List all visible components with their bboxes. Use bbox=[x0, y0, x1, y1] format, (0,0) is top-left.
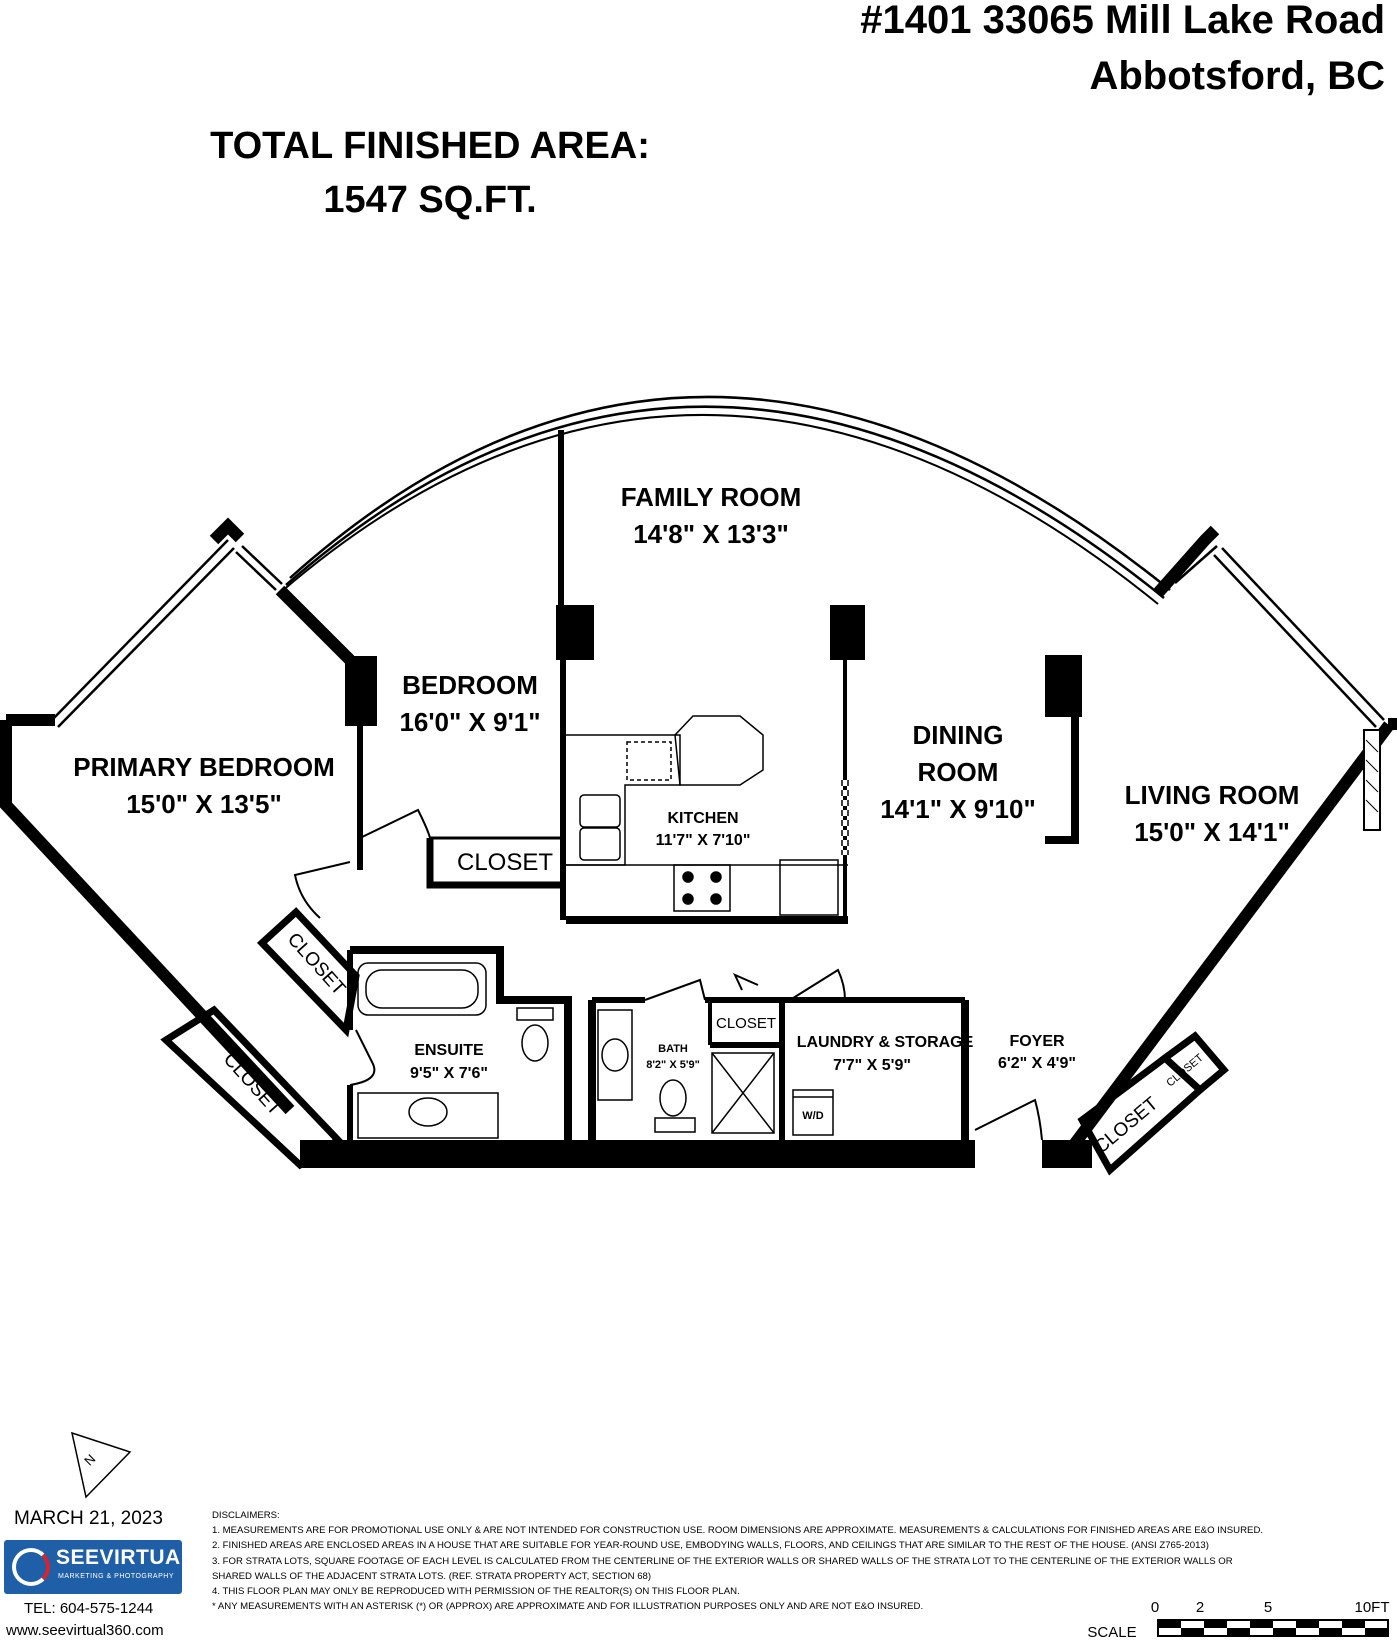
logo-text: SEEVIRTUAL bbox=[56, 1546, 195, 1569]
disclaimer-line-1: 1. MEASUREMENTS ARE FOR PROMOTIONAL USE … bbox=[212, 1525, 1264, 1537]
scale-tick-5: 5 bbox=[1264, 1599, 1272, 1616]
foyer-dims: 6'2" X 4'9" bbox=[998, 1055, 1076, 1072]
exterior-walls bbox=[0, 517, 1397, 1154]
company-phone: TEL: 604-575-1244 bbox=[24, 1600, 154, 1617]
disclaimers-title: DISCLAIMERS: bbox=[212, 1510, 280, 1521]
bath-dims: 8'2" X 5'9" bbox=[646, 1059, 700, 1071]
window-primary-bedroom bbox=[49, 539, 283, 728]
bath-name: BATH bbox=[658, 1043, 688, 1055]
compass-icon bbox=[70, 1431, 132, 1499]
plan-date: MARCH 21, 2023 bbox=[14, 1508, 163, 1529]
bottom-wall bbox=[300, 1140, 975, 1168]
disclaimer-line-2: 2. FINISHED AREAS ARE ENCLOSED AREAS IN … bbox=[212, 1540, 1209, 1552]
disclaimer-line-5: * ANY MEASUREMENTS WITH AN ASTERISK (*) … bbox=[212, 1601, 924, 1613]
window-living-room bbox=[1167, 539, 1385, 728]
scale-bar bbox=[1157, 1619, 1389, 1637]
washer-dryer-label: W/D bbox=[802, 1110, 823, 1122]
living-room-dims: 15'0" X 14'1" bbox=[1134, 817, 1290, 847]
kitchen-name: KITCHEN bbox=[667, 810, 738, 827]
window-arc bbox=[280, 395, 1171, 605]
scale-tick-10: 10FT bbox=[1354, 1599, 1389, 1616]
closet-label-ensuite: CLOSET bbox=[283, 929, 350, 1000]
company-website[interactable]: www.seevirtual360.com bbox=[6, 1622, 164, 1639]
ensuite-name: ENSUITE bbox=[414, 1042, 484, 1059]
disclaimer-line-3b: SHARED WALLS OF THE ADJACENT STRATA LOTS… bbox=[212, 1570, 652, 1582]
bedroom-dims: 16'0" X 9'1" bbox=[399, 707, 540, 737]
fireplace bbox=[1363, 729, 1381, 831]
address-line-1: #1401 33065 Mill Lake Road bbox=[860, 0, 1385, 42]
closet-label-bedroom: CLOSET bbox=[457, 849, 553, 876]
disclaimer-line-4: 4. THIS FLOOR PLAN MAY ONLY BE REPRODUCE… bbox=[212, 1586, 740, 1598]
company-logo: SEEVIRTUAL MARKETING & PHOTOGRAPHY bbox=[4, 1540, 194, 1594]
living-room-name: LIVING ROOM bbox=[1125, 780, 1300, 810]
laundry-name: LAUNDRY & STORAGE bbox=[797, 1034, 974, 1051]
dining-room-name-1: DINING bbox=[913, 720, 1004, 750]
dining-room-dims: 14'1" X 9'10" bbox=[880, 794, 1036, 824]
total-area-value: 1547 SQ.FT. bbox=[323, 179, 537, 221]
column-blocks bbox=[345, 605, 1082, 726]
scale-label: SCALE bbox=[1087, 1624, 1136, 1641]
family-room-name: FAMILY ROOM bbox=[621, 482, 802, 512]
primary-bedroom-name: PRIMARY BEDROOM bbox=[73, 752, 334, 782]
closet-boxes bbox=[160, 907, 1229, 1176]
scale-tick-2: 2 bbox=[1196, 1599, 1204, 1616]
door-swings bbox=[293, 808, 1043, 1141]
disclaimer-line-3: 3. FOR STRATA LOTS, SQUARE FOOTAGE OF EA… bbox=[212, 1555, 1233, 1567]
logo-subtext: MARKETING & PHOTOGRAPHY bbox=[58, 1573, 174, 1580]
primary-bedroom-dims: 15'0" X 13'5" bbox=[126, 789, 282, 819]
address-line-2: Abbotsford, BC bbox=[1089, 54, 1385, 98]
bedroom-name: BEDROOM bbox=[402, 670, 538, 700]
bottom-wall-right bbox=[1042, 1140, 1092, 1168]
scale-tick-0: 0 bbox=[1151, 1599, 1159, 1616]
closet-label-primary: CLOSET bbox=[219, 1049, 286, 1120]
bath-fixtures bbox=[357, 962, 834, 1139]
family-room-dims: 14'8" X 13'3" bbox=[633, 519, 789, 549]
foyer-name: FOYER bbox=[1009, 1033, 1065, 1050]
ensuite-dims: 9'5" X 7'6" bbox=[410, 1065, 488, 1082]
total-area-label: TOTAL FINISHED AREA: bbox=[210, 125, 650, 167]
closet-label-bath: CLOSET bbox=[716, 1015, 776, 1032]
kitchen-fixtures bbox=[566, 715, 849, 916]
disclaimers: DISCLAIMERS: 1. MEASUREMENTS ARE FOR PRO… bbox=[212, 1508, 1263, 1614]
kitchen-dims: 11'7" X 7'10" bbox=[656, 832, 751, 849]
laundry-dims: 7'7" X 5'9" bbox=[833, 1057, 911, 1074]
dining-room-name-2: ROOM bbox=[918, 757, 999, 787]
logo-swirl-icon bbox=[12, 1548, 50, 1586]
